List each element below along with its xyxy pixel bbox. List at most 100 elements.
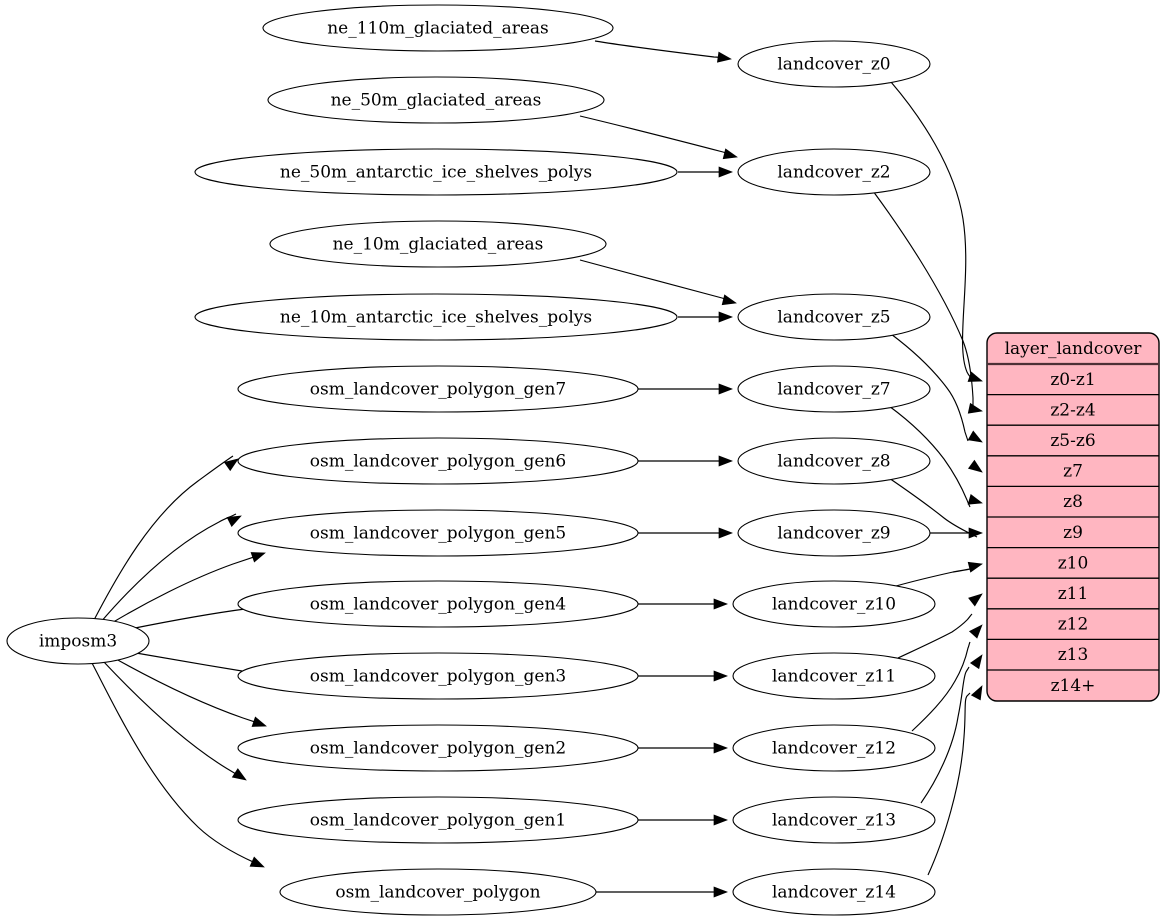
arrowhead-landcover_z5b <box>718 311 733 323</box>
node-label: osm_landcover_polygon_gen7 <box>310 380 566 400</box>
node-osm_landcover_polygon_gen4[interactable]: osm_landcover_polygon_gen4 <box>237 580 639 628</box>
node-label: landcover_z10 <box>772 595 896 615</box>
edge-imposm3-to-osm_landcover_polygon_gen7 <box>93 455 234 621</box>
input-nodes-layer: ne_110m_glaciated_areas ne_50m_glaciated_… <box>194 4 678 916</box>
node-shape <box>732 652 936 700</box>
edge-imposm3-to-osm_landcover_polygon_gen2 <box>115 658 262 725</box>
node-label: osm_landcover_polygon_gen2 <box>310 739 566 759</box>
node-shape <box>737 148 931 196</box>
node-shape <box>732 796 936 844</box>
node-ne_50m_glaciated_areas[interactable]: ne_50m_glaciated_areas <box>267 76 605 124</box>
node-ne_110m_glaciated_areas[interactable]: ne_110m_glaciated_areas <box>262 4 614 52</box>
node-shape <box>262 4 614 52</box>
arrowhead-osm_landcover_polygon_gen5 <box>250 552 266 563</box>
arrowhead-landcover_z0 <box>717 51 732 63</box>
node-label: landcover_z7 <box>777 380 890 400</box>
node-imposm3[interactable]: imposm3 <box>6 617 150 665</box>
arrowhead-osm_landcover_polygon_gen1 <box>231 768 247 781</box>
arrowhead-landcover_z8 <box>718 455 733 467</box>
arrowhead-row_z0_z1 <box>967 371 983 382</box>
edge-landcover_z11-to-row_z11 <box>897 613 973 659</box>
node-osm_landcover_polygon_gen5[interactable]: osm_landcover_polygon_gen5 <box>237 509 639 557</box>
table-row-label-z13: z13 <box>1058 645 1089 665</box>
node-landcover_z11[interactable]: landcover_z11 <box>732 652 936 700</box>
arrowhead-osm_landcover_polygon_gen7 <box>223 458 239 472</box>
node-ne_10m_antarctic_ice_shelves_polys[interactable]: ne_10m_antarctic_ice_shelves_polys <box>194 293 678 341</box>
node-ne_50m_antarctic_ice_shelves_polys[interactable]: ne_50m_antarctic_ice_shelves_polys <box>194 148 678 196</box>
node-osm_landcover_polygon_gen6[interactable]: osm_landcover_polygon_gen6 <box>237 437 639 485</box>
node-shape <box>237 724 639 772</box>
node-shape <box>194 148 678 196</box>
arrowhead-landcover_z9 <box>718 527 733 539</box>
arrowhead-osm_landcover_polygon <box>249 856 265 868</box>
edge-landcover_z5-to-row_z5_z6 <box>890 333 969 442</box>
node-osm_landcover_polygon_gen7[interactable]: osm_landcover_polygon_gen7 <box>237 365 639 413</box>
table-row-label-z12: z12 <box>1058 615 1089 635</box>
node-label: osm_landcover_polygon_gen6 <box>310 452 566 472</box>
arrowhead-landcover_z2b <box>718 166 733 178</box>
arrowhead-osm_landcover_polygon_gen6 <box>226 515 242 527</box>
node-shape <box>737 293 931 341</box>
arrowhead-landcover_z12 <box>713 742 728 754</box>
arrowhead-landcover_z14 <box>713 886 728 898</box>
node-shape <box>737 509 931 557</box>
source-node-shape <box>6 617 150 665</box>
node-landcover_z9[interactable]: landcover_z9 <box>737 509 931 557</box>
node-landcover_z13[interactable]: landcover_z13 <box>732 796 936 844</box>
node-shape <box>737 40 931 88</box>
arrowhead-landcover_z2a <box>722 148 738 160</box>
arrowhead-landcover_z13 <box>713 814 728 826</box>
arrowhead-row_z10 <box>967 561 983 573</box>
node-ne_10m_glaciated_areas[interactable]: ne_10m_glaciated_areas <box>269 220 607 268</box>
node-shape <box>737 365 931 413</box>
arrowhead-landcover_z10 <box>713 598 728 610</box>
node-shape <box>732 868 936 916</box>
node-label: landcover_z2 <box>777 163 890 183</box>
node-shape <box>237 652 639 700</box>
node-landcover_z0[interactable]: landcover_z0 <box>737 40 931 88</box>
table-row-label-z5-z6: z5-z6 <box>1050 431 1095 451</box>
edge-imposm3-to-osm_landcover_polygon <box>91 662 261 866</box>
node-label: landcover_z12 <box>772 739 896 759</box>
node-shape <box>732 580 936 628</box>
node-label: ne_50m_glaciated_areas <box>331 91 542 111</box>
edge-landcover_z14-to-row_z14 <box>927 692 971 876</box>
edge-ne_10m_glaciated_areas-to-landcover_z5 <box>579 259 732 302</box>
node-label: osm_landcover_polygon <box>335 883 540 903</box>
node-shape <box>732 724 936 772</box>
node-osm_landcover_polygon[interactable]: osm_landcover_polygon <box>279 868 597 916</box>
node-label: landcover_z0 <box>777 55 890 75</box>
node-label: ne_10m_glaciated_areas <box>333 235 544 255</box>
table-row-label-z0-z1: z0-z1 <box>1050 370 1095 390</box>
node-osm_landcover_polygon_gen3[interactable]: osm_landcover_polygon_gen3 <box>237 652 639 700</box>
node-osm_landcover_polygon_gen2[interactable]: osm_landcover_polygon_gen2 <box>237 724 639 772</box>
node-label: landcover_z13 <box>772 811 896 831</box>
edge-ne_50m_glaciated_areas-to-landcover_z2 <box>579 115 733 156</box>
node-landcover_z8[interactable]: landcover_z8 <box>737 437 931 485</box>
arrowhead-row_z7 <box>967 459 983 473</box>
table-row-label-z7: z7 <box>1063 462 1083 482</box>
node-shape <box>279 868 597 916</box>
node-shape <box>737 437 931 485</box>
node-landcover_z2[interactable]: landcover_z2 <box>737 148 931 196</box>
table-row-label-z9: z9 <box>1063 523 1083 543</box>
node-shape <box>194 293 678 341</box>
arrowhead-row_z9 <box>968 527 983 539</box>
node-landcover_z12[interactable]: landcover_z12 <box>732 724 936 772</box>
node-label: landcover_z5 <box>777 308 890 328</box>
arrowhead-row_z8 <box>967 494 983 505</box>
table-layer_landcover[interactable]: layer_landcoverz0-z1z2-z4z5-z6z7z8z9z10z… <box>986 332 1160 702</box>
edge-imposm3-to-osm_landcover_polygon_gen5 <box>109 554 261 625</box>
node-label: osm_landcover_polygon_gen4 <box>310 595 566 615</box>
node-landcover_z10[interactable]: landcover_z10 <box>732 580 936 628</box>
arrowhead-row_z12 <box>968 624 983 639</box>
node-landcover_z14[interactable]: landcover_z14 <box>732 868 936 916</box>
edge-landcover_z13-to-row_z13 <box>920 666 970 804</box>
node-label: landcover_z8 <box>777 452 890 472</box>
arrowhead-row_z5_z6 <box>967 430 983 443</box>
node-osm_landcover_polygon_gen1[interactable]: osm_landcover_polygon_gen1 <box>237 796 639 844</box>
node-landcover_z7[interactable]: landcover_z7 <box>737 365 931 413</box>
edge-landcover_z12-to-row_z12 <box>911 641 971 732</box>
node-label: landcover_z11 <box>772 667 896 687</box>
node-landcover_z5[interactable]: landcover_z5 <box>737 293 931 341</box>
